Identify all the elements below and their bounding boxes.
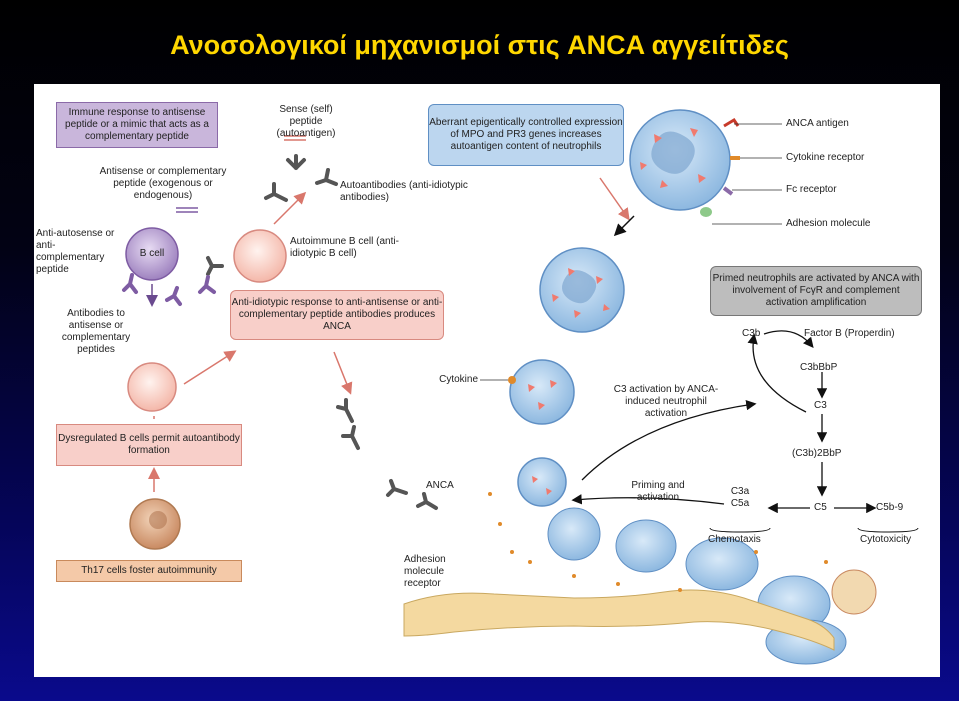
cytotoxicity-bracket	[857, 527, 919, 533]
c3bbbp-label: C3bBbP	[800, 362, 838, 373]
th17-box: Th17 cells foster autoimmunity	[56, 560, 242, 582]
neutrophil-anca	[517, 457, 567, 507]
diagram-panel: Immune response to antisense peptide or …	[34, 84, 940, 677]
priming-activation-label: Priming and activation	[631, 480, 685, 503]
aberrant-expression-box: Aberrant epigentically controlled expres…	[428, 104, 624, 166]
factor-b-label: Factor B (Properdin)	[804, 328, 895, 339]
cytokine-particles	[488, 492, 828, 592]
arrow-bcell-idiotypic	[183, 350, 237, 385]
c3-activation-label: C3 activation by ANCA-induced neutrophil…	[613, 384, 719, 419]
antibody-icons	[206, 154, 438, 510]
endothelium	[403, 589, 835, 651]
anca-antigen-label: ANCA antigen	[786, 118, 849, 129]
th17-nucleus	[149, 511, 167, 529]
b-cell	[125, 227, 179, 281]
chemotaxis-bracket	[709, 527, 771, 533]
c5-label: C5	[814, 502, 827, 513]
primed-neutrophils-box: Primed neutrophils are activated by ANCA…	[710, 266, 922, 316]
neutrophil-nucleus	[651, 131, 695, 174]
antisense-peptide-icon	[176, 207, 198, 213]
dysregulated-b-cells-box: Dysregulated B cells permit autoantibody…	[56, 424, 242, 466]
fc-receptor-label: Fc receptor	[786, 184, 837, 195]
sense-peptide-icon	[284, 135, 306, 141]
sense-peptide-label: Sense (self) peptide (autoantigen)	[276, 104, 336, 139]
anti-autosense-label: Anti-autosense or anti- complementary pe…	[36, 228, 115, 275]
neutrophil-cytokine	[509, 359, 575, 425]
cytokine-receptor-label: Cytokine receptor	[786, 152, 865, 163]
autoimmune-b-cell	[233, 229, 287, 283]
c3-label: C3	[814, 400, 827, 411]
c3b-label: C3b	[742, 328, 761, 339]
anca-label: ANCA	[426, 480, 454, 491]
c3a-c5a-label: C3a C5a	[730, 486, 750, 509]
purple-antibody-icons	[122, 273, 216, 306]
b-cell-dysregulated	[127, 362, 177, 412]
label-leaders	[712, 123, 782, 225]
immune-response-box: Immune response to antisense peptide or …	[56, 102, 218, 148]
arrow-autoimmune-autoantibodies	[273, 191, 307, 225]
c5b9-label: C5b-9	[876, 502, 904, 513]
autoimmune-b-cell-label: Autoimmune B cell (anti-idiotypic B cell…	[290, 236, 399, 259]
arrow-idiotypic-anca	[333, 351, 353, 395]
adhesion-molecule-label: Adhesion molecule	[786, 218, 871, 229]
anti-idiotypic-box: Anti-idiotypic response to anti-antisens…	[230, 290, 444, 340]
slide-title: Ανοσολογικοί μηχανισμοί στις ANCA αγγειί…	[170, 30, 789, 60]
adhesion-receptor-label: Adhesion molecule receptor	[404, 554, 446, 589]
fc-receptor-icon	[722, 186, 734, 196]
adhesion-molecule-icon	[700, 207, 712, 217]
cytokine-dot	[508, 376, 516, 384]
diagram-graphics	[122, 109, 919, 665]
chemotaxis-label: Chemotaxis	[708, 534, 761, 545]
adherent-neutrophils	[547, 507, 847, 665]
arrow-aberrant-neutrophil	[599, 177, 630, 221]
anca-antigen-receptor	[723, 117, 740, 128]
arrow-neutrophil-primed	[613, 215, 635, 237]
antibodies-to-label: Antibodies to antisense or complementary…	[61, 308, 131, 355]
cytotoxicity-label: Cytotoxicity	[860, 534, 912, 545]
antisense-peptide-label: Antisense or complementary peptide (exog…	[99, 166, 227, 201]
autoantibodies-label: Autoantibodies (anti-idiotypic antibodie…	[340, 180, 468, 203]
primed-nucleus	[562, 270, 597, 304]
c3b2bbp-label: (C3b)2BbP	[792, 448, 842, 459]
endothelial-cell	[831, 569, 877, 615]
granules	[528, 128, 706, 495]
complement-arrows	[571, 330, 877, 514]
cytokine-label: Cytokine	[439, 374, 478, 385]
b-cell-label: B cell	[139, 248, 165, 259]
